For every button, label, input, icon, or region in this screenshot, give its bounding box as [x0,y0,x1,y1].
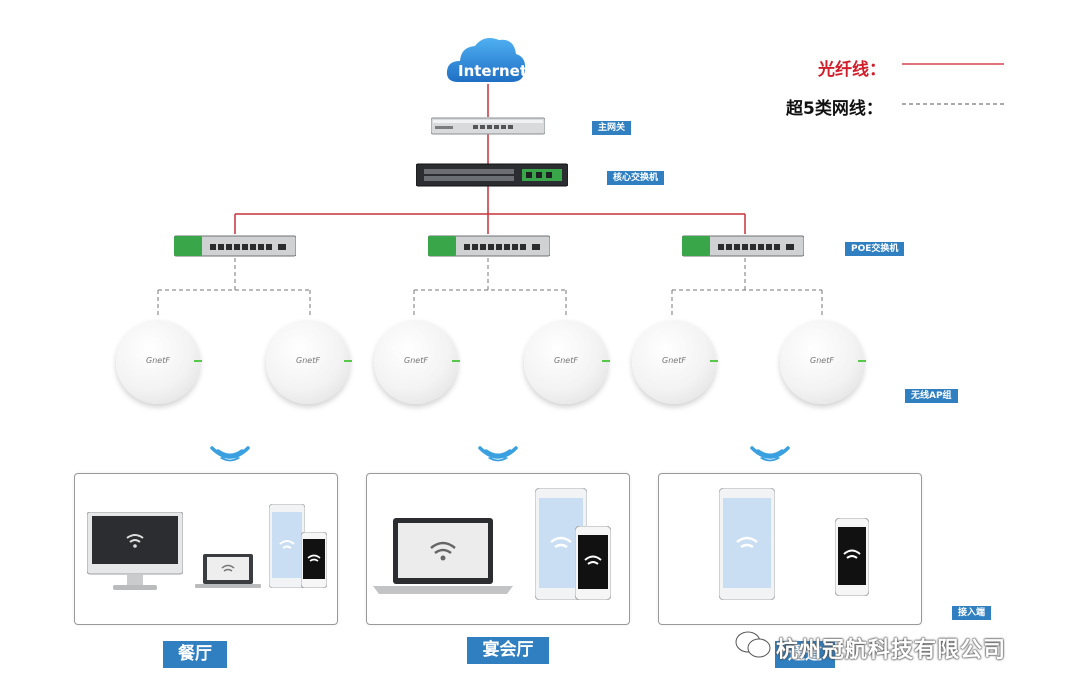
gateway-tag: 主网关 [592,121,632,135]
core-switch-device [416,163,568,187]
poe-switch-center [428,235,550,257]
ap-brand-label: GnetF [810,356,834,365]
legend-cat5-line [902,103,1006,105]
access-tag: 接入端 [952,606,992,620]
access-point-4: GnetF [524,320,610,404]
tablet-icon [719,488,775,600]
wifi-signal-icon [478,446,518,462]
laptop-icon [373,518,513,594]
tablet-icon [269,504,305,588]
cat5-links [157,258,823,318]
laptop-icon [195,554,261,588]
smartphone-icon [835,518,869,596]
gateway-device [431,117,545,135]
ap-status-led [452,360,460,362]
device-area-banquet [366,473,630,625]
ap-brand-label: GnetF [404,356,428,365]
ap-brand-label: GnetF [554,356,578,365]
wifi-signal-icon [210,446,250,462]
area-label-restaurant: 餐厅 [163,641,227,668]
ap-status-led [710,360,718,362]
wechat-icon [735,631,771,658]
core-switch-tag: 核心交换机 [607,171,665,185]
legend-fiber-line [902,63,1004,65]
access-point-6: GnetF [780,320,866,404]
area-label-banquet: 宴会厅 [467,637,549,664]
internet-cloud: Internet [444,30,528,86]
access-point-1: GnetF [116,320,202,404]
wifi-signal-icon [750,446,790,462]
access-point-3: GnetF [374,320,460,404]
legend-cat5-label: 超5类网线： [786,99,883,119]
smartphone-icon [575,526,611,600]
ap-brand-label: GnetF [662,356,686,365]
legend-fiber-label: 光纤线： [818,60,886,80]
poe-switch-right [682,235,804,257]
access-point-2: GnetF [266,320,352,404]
device-area-restaurant [74,473,338,625]
watermark-text: 杭州冠航科技有限公司 [776,638,1007,663]
poe-switch-left [174,235,296,257]
cloud-icon [446,38,526,82]
ap-status-led [602,360,610,362]
access-point-5: GnetF [632,320,718,404]
desktop-monitor-icon [87,512,183,590]
ap-status-led [194,360,202,362]
poe-switch-tag: POE交换机 [845,242,905,256]
internet-label: Internet [458,62,528,80]
ap-status-led [858,360,866,362]
ap-group-tag: 无线AP组 [905,389,958,403]
device-area-corridor [658,473,922,625]
ap-brand-label: GnetF [146,356,170,365]
smartphone-icon [301,532,327,588]
ap-status-led [344,360,352,362]
area-label-corridor: 通道 [775,641,835,668]
ap-brand-label: GnetF [296,356,320,365]
